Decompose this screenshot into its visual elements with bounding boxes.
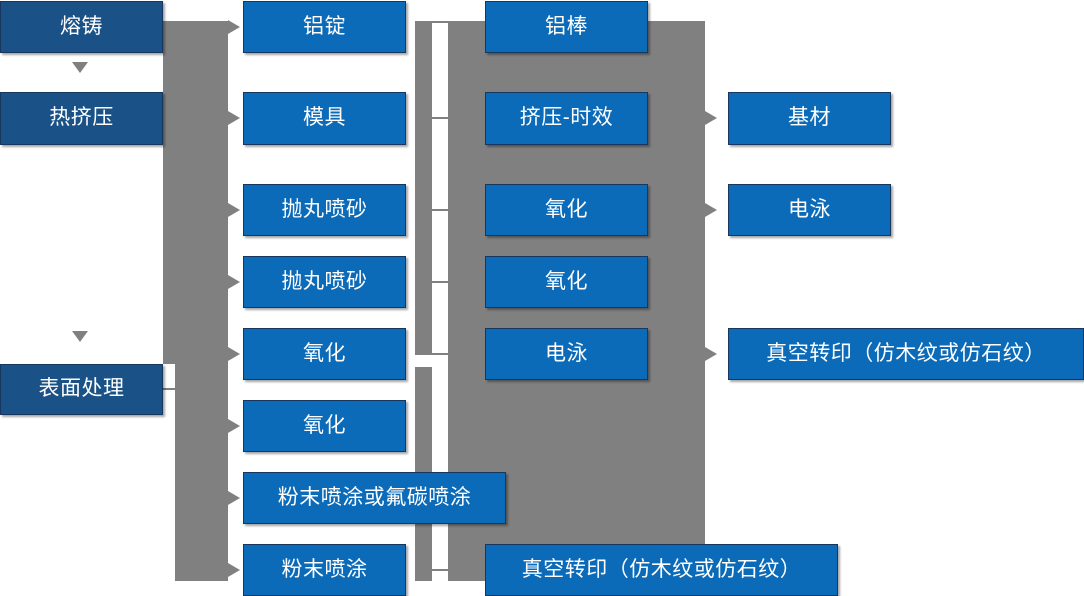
treatment-box-oxidation-2[interactable]: 氧化 xyxy=(485,256,648,308)
process-box-aluminium-ingot[interactable]: 铝锭 xyxy=(243,1,406,53)
connector-bar-mid-upper xyxy=(415,21,432,355)
process-label: 模具 xyxy=(303,106,346,130)
connector-arrow-to-c2-2 xyxy=(228,111,240,125)
connector-arrow-down-stage2 xyxy=(72,331,88,342)
process-label: 氧化 xyxy=(303,341,346,365)
output-box-base-material[interactable]: 基材 xyxy=(728,92,891,145)
stage-label: 热挤压 xyxy=(49,106,114,130)
process-label: 粉末喷涂 xyxy=(281,557,368,581)
stage-box-melting-casting[interactable]: 熔铸 xyxy=(0,1,163,53)
connector-rung-6 xyxy=(432,569,448,571)
treatment-box-oxidation-1[interactable]: 氧化 xyxy=(485,184,648,236)
process-label: 氧化 xyxy=(303,413,346,437)
process-label: 抛丸喷砂 xyxy=(281,269,368,293)
output-label: 基材 xyxy=(788,106,831,130)
stage-box-hot-extrusion[interactable]: 热挤压 xyxy=(0,92,163,145)
process-box-oxidation-2[interactable]: 氧化 xyxy=(243,400,406,452)
connector-rung-5 xyxy=(432,353,448,355)
connector-trunk-left-narrow xyxy=(175,363,228,581)
connector-arrow-down-stage1 xyxy=(72,62,88,73)
stage-label: 表面处理 xyxy=(38,377,125,401)
output-box-electrophoresis[interactable]: 电泳 xyxy=(728,184,891,236)
treatment-box-extrusion-aging[interactable]: 挤压-时效 xyxy=(485,92,648,145)
output-label: 电泳 xyxy=(788,197,831,221)
connector-arrow-to-c4-1 xyxy=(705,111,717,125)
connector-rung-1 xyxy=(432,21,448,23)
connector-arrow-to-c4-2 xyxy=(705,203,717,217)
connector-arrow-to-c2-7 xyxy=(228,491,240,505)
process-box-shot-blasting-2[interactable]: 抛丸喷砂 xyxy=(243,256,406,308)
connector-trunk-left-wide xyxy=(163,21,228,364)
process-box-powder-spraying[interactable]: 粉末喷涂 xyxy=(243,544,406,596)
process-label: 粉末喷涂或氟碳喷涂 xyxy=(277,485,472,509)
connector-arrow-to-c2-3 xyxy=(228,203,240,217)
stage-label: 熔铸 xyxy=(60,14,103,38)
process-box-mould[interactable]: 模具 xyxy=(243,92,406,145)
treatment-label: 氧化 xyxy=(545,269,588,293)
process-label: 抛丸喷砂 xyxy=(281,197,368,221)
connector-arrow-to-c2-8 xyxy=(228,563,240,577)
treatment-label: 氧化 xyxy=(545,197,588,221)
connector-rung-3 xyxy=(432,209,448,211)
connector-rung-2 xyxy=(432,117,448,119)
connector-arrow-to-c2-4 xyxy=(228,275,240,289)
treatment-box-electrophoresis[interactable]: 电泳 xyxy=(485,328,648,380)
connector-rung-4 xyxy=(432,281,448,283)
stage-box-surface-treatment[interactable]: 表面处理 xyxy=(0,364,163,415)
treatment-label: 铝棒 xyxy=(545,14,588,38)
treatment-box-vacuum-transfer-printing[interactable]: 真空转印（仿木纹或仿石纹） xyxy=(485,544,838,596)
connector-arrow-to-c2-6 xyxy=(228,419,240,433)
connector-arrow-to-c2-1 xyxy=(228,20,240,34)
process-box-oxidation-1[interactable]: 氧化 xyxy=(243,328,406,380)
process-label: 铝锭 xyxy=(303,14,346,38)
process-box-powder-or-fluorocarbon-spraying[interactable]: 粉末喷涂或氟碳喷涂 xyxy=(243,472,506,524)
connector-stub-stage3 xyxy=(163,388,177,390)
treatment-label: 电泳 xyxy=(545,341,588,365)
treatment-box-aluminium-bar[interactable]: 铝棒 xyxy=(485,1,648,53)
connector-arrow-to-c4-3 xyxy=(705,347,717,361)
connector-arrow-to-c2-5 xyxy=(228,347,240,361)
treatment-label: 挤压-时效 xyxy=(519,106,614,130)
process-box-shot-blasting-1[interactable]: 抛丸喷砂 xyxy=(243,184,406,236)
output-label: 真空转印（仿木纹或仿石纹） xyxy=(766,341,1046,365)
treatment-label: 真空转印（仿木纹或仿石纹） xyxy=(521,557,802,581)
output-box-vacuum-transfer-printing[interactable]: 真空转印（仿木纹或仿石纹） xyxy=(728,328,1084,380)
